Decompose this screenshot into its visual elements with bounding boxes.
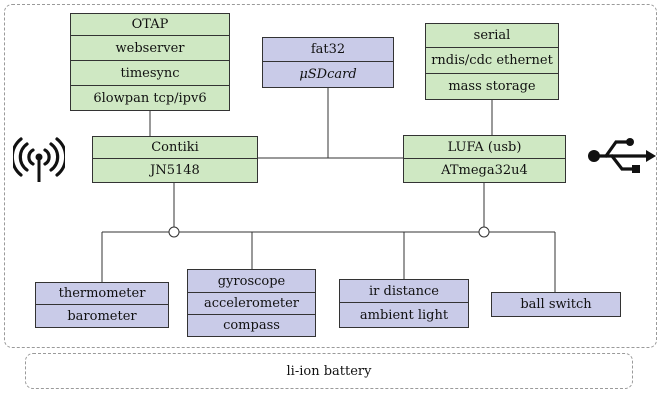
- usb-protocol-stack: serial rndis/cdc ethernet mass storage: [425, 23, 559, 100]
- usb-icon: [588, 138, 656, 173]
- ball-switch-label: ball switch: [492, 293, 620, 316]
- thermo-baro-sensor: thermometer barometer: [35, 282, 169, 328]
- gyroscope-label: gyroscope: [188, 270, 315, 293]
- otap-stack: OTAP webserver timesync 6lowpan tcp/ipv6: [70, 13, 230, 111]
- rndis-label: rndis/cdc ethernet: [426, 48, 558, 74]
- imu-sensor: gyroscope accelerometer compass: [187, 269, 316, 337]
- serial-label: serial: [426, 24, 558, 48]
- sdcard-label: μSDcard: [263, 62, 393, 87]
- battery-box: [25, 353, 633, 389]
- contiki-label: Contiki: [93, 137, 257, 159]
- battery-label: li-ion battery: [286, 364, 372, 379]
- compass-label: compass: [188, 315, 315, 336]
- webserver-label: webserver: [71, 36, 229, 61]
- optical-sensor: ir distance ambient light: [339, 279, 469, 328]
- timesync-label: timesync: [71, 61, 229, 86]
- accelerometer-label: accelerometer: [188, 293, 315, 315]
- ir-distance-label: ir distance: [340, 280, 468, 303]
- storage-stack: fat32 μSDcard: [262, 37, 394, 88]
- device-boundary: [4, 4, 657, 348]
- junction-lufa: [478, 226, 490, 238]
- junction-contiki: [168, 226, 180, 238]
- network-stack-label: 6lowpan tcp/ipv6: [71, 86, 229, 110]
- mass-storage-label: mass storage: [426, 74, 558, 99]
- lufa-module: LUFA (usb) ATmega32u4: [403, 135, 566, 183]
- wireless-antenna-icon: [13, 137, 65, 182]
- fat32-label: fat32: [263, 38, 393, 62]
- otap-label: OTAP: [71, 14, 229, 36]
- thermometer-label: thermometer: [36, 283, 168, 305]
- ball-switch-sensor: ball switch: [491, 292, 621, 317]
- ambient-light-label: ambient light: [340, 303, 468, 327]
- jn5148-label: JN5148: [93, 159, 257, 182]
- contiki-module: Contiki JN5148: [92, 136, 258, 183]
- atmega-label: ATmega32u4: [404, 159, 565, 182]
- lufa-label: LUFA (usb): [404, 136, 565, 159]
- barometer-label: barometer: [36, 305, 168, 327]
